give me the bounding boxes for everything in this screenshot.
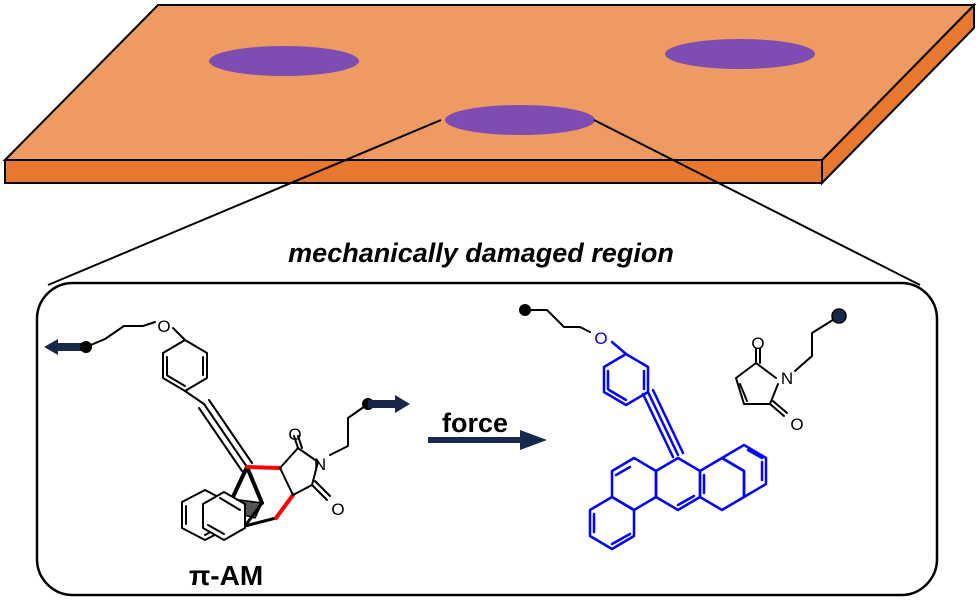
slab-top-face [2,4,977,161]
pull-arrow-left [44,339,86,355]
maleimide-oxygen-top: O [751,334,764,353]
maleimide-nitrogen: N [781,369,793,388]
force-label: force [442,408,508,438]
mechanophore-bond-upper [245,465,282,470]
mechanophore-bond-lower [274,493,295,520]
zoom-lines [47,119,921,286]
damaged-spot-center [445,105,595,135]
damaged-spot-left [209,46,359,76]
reactant-oxygen-carbonyl-bottom: O [331,500,344,519]
damaged-spot-right [665,39,815,69]
reactant-oxygen-carbonyl-top: O [288,425,301,444]
product-polymer-bead [519,304,531,316]
reactant-nitrogen: N [314,455,326,474]
reactant-atom-labels: O O N O [157,317,344,519]
reactant-name: π-AM [189,560,263,591]
product-polymer-bead-dark [831,308,847,324]
maleimide-oxygen-bottom: O [790,415,803,434]
force-arrow [428,430,547,450]
reactant-oxygen-ether: O [157,317,170,336]
slab-front-face [4,159,823,184]
zoom-box [35,281,939,597]
product-oxygen-ether: O [594,329,607,348]
reactant-pi-am [44,321,410,541]
pull-arrow-right [368,395,410,413]
polymer-end-bead-left [80,341,92,353]
product-anthracene-fluorophore: O [519,304,768,551]
polymer-slab [2,2,977,186]
region-caption: mechanically damaged region [288,238,674,268]
maleimide-atom-labels: O N O [751,334,803,434]
product-maleimide [735,308,847,417]
